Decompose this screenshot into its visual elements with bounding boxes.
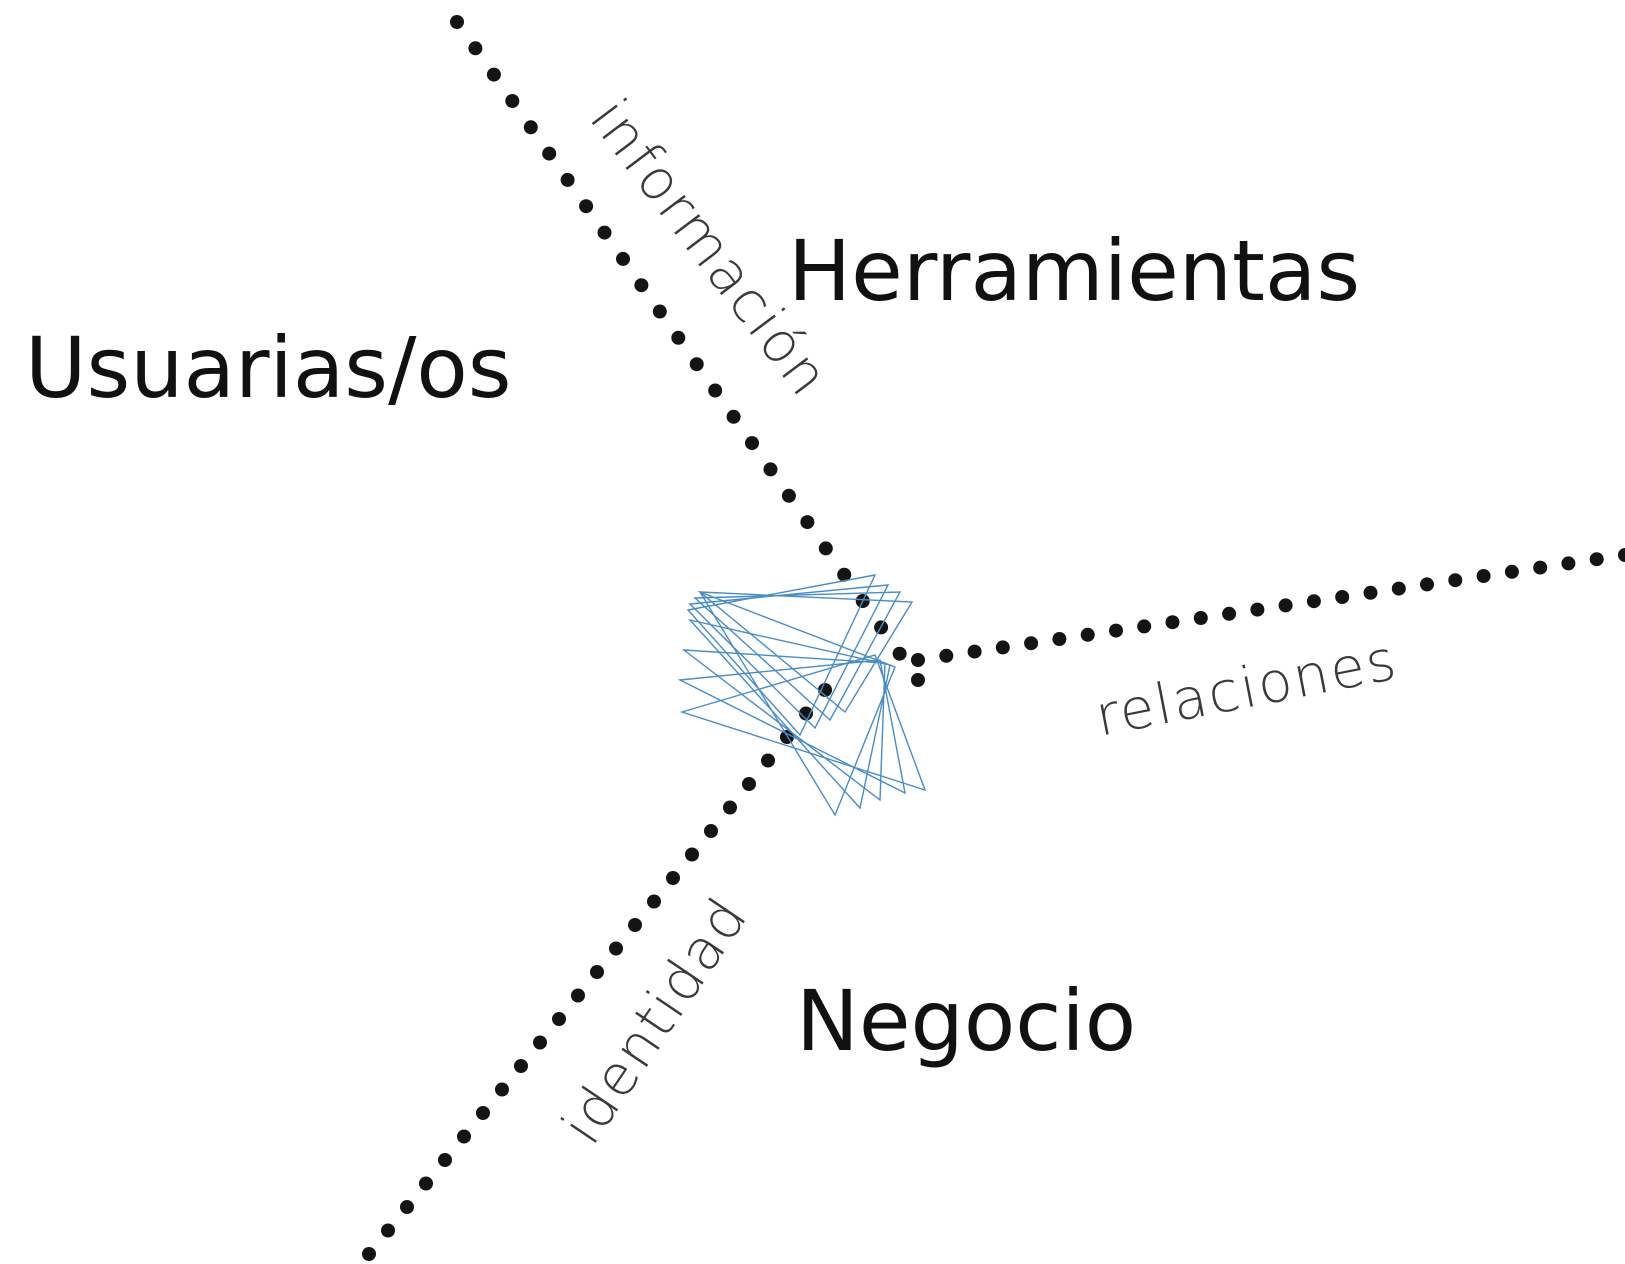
relations-axis-dot: [1448, 573, 1463, 588]
rotating-squares-icon-stroke: [679, 654, 927, 792]
relations-axis-dot: [1222, 606, 1237, 621]
identity-axis-dot: [590, 965, 604, 979]
rotating-squares-icon-stroke: [681, 649, 886, 802]
information-axis-dot: [468, 41, 483, 56]
identity-axis-dot: [476, 1106, 490, 1120]
rotating-squares-icon: [677, 574, 927, 817]
identity-axis-dot: [552, 1012, 566, 1026]
identity-axis-dot: [666, 871, 680, 885]
information-axis-dot: [781, 488, 796, 503]
rotating-squares-icon-stroke: [693, 591, 902, 722]
identity-axis-dot: [761, 753, 775, 768]
identity-axis-dot: [704, 824, 718, 838]
information-axis-dot: [652, 304, 667, 319]
relations-axis-dot: [1561, 556, 1576, 571]
relations-axis-dot: [1278, 598, 1293, 613]
identity-axis-dot: [400, 1200, 414, 1214]
identity-axis-dot: [362, 1247, 376, 1261]
relations-axis-dot: [967, 644, 982, 659]
identity-axis-dot: [628, 918, 642, 932]
identity-axis-dot: [799, 706, 813, 721]
rotating-squares-icon-stroke: [677, 659, 906, 795]
relations-axis-dot: [1052, 632, 1067, 646]
information-axis-dot: [818, 541, 833, 556]
information-axis-dot: [892, 646, 907, 661]
identity-axis-dot: [609, 941, 623, 956]
relations-axis-dot: [911, 653, 925, 667]
rotating-squares-icon-stroke: [686, 574, 877, 737]
rotating-squares-icon-stroke: [697, 591, 914, 714]
identity-axis-dot: [647, 894, 661, 909]
relations-axis-dot: [1420, 577, 1434, 592]
identity-axis-dot: [514, 1059, 528, 1073]
identity-axis-dotted-line: [362, 683, 832, 1261]
relations-axis-dot: [1080, 627, 1095, 642]
relations-axis-dotted-line: [911, 548, 1625, 667]
relations-axis-dot: [1165, 615, 1180, 630]
information-axis-dot: [671, 330, 686, 345]
relations-axis-dot: [1391, 581, 1406, 596]
information-axis-dot: [745, 436, 759, 451]
information-axis-dot: [800, 515, 815, 530]
relations-axis-dot: [1504, 564, 1519, 579]
relations-axis-dot: [1137, 619, 1152, 634]
identity-axis-dot: [571, 988, 585, 1003]
information-axis-dot: [450, 15, 464, 29]
identity-axis-dot: [438, 1153, 452, 1167]
identity-axis-dot: [381, 1223, 395, 1238]
information-axis-dotted-line: [450, 15, 925, 687]
information-axis-dot: [486, 67, 501, 82]
rotating-squares-icon-stroke: [688, 584, 890, 730]
relations-axis-dot: [1533, 560, 1548, 575]
information-axis-dot: [579, 199, 594, 214]
information-axis-dot: [726, 409, 741, 424]
relations-axis-dot: [1335, 590, 1350, 604]
identity-axis-dot: [685, 847, 699, 862]
information-axis-dot: [689, 357, 704, 372]
identity-axis-dot: [457, 1129, 471, 1144]
information-axis-dot: [616, 251, 630, 266]
relations-axis-dot: [1193, 611, 1208, 625]
relations-axis-dot: [1476, 569, 1491, 583]
information-axis-dot: [763, 462, 778, 477]
relations-axis-dot: [1024, 636, 1039, 651]
rotating-squares-icon-stroke: [688, 618, 891, 810]
identity-axis-dot: [419, 1176, 433, 1191]
relations-axis-dot: [995, 640, 1010, 655]
label-users: Usuarias/os: [25, 319, 512, 417]
relations-axis-dot: [1109, 623, 1123, 638]
identity-axis-dot: [742, 777, 756, 791]
information-axis-dot: [542, 146, 557, 161]
information-axis-dot: [505, 94, 520, 108]
identity-axis-dot: [723, 800, 737, 815]
relations-axis-dot: [1589, 552, 1604, 567]
identity-axis-dot: [495, 1082, 509, 1097]
rotating-squares-icon-stroke: [698, 590, 896, 817]
relations-axis-dot: [1306, 594, 1321, 609]
information-axis-dot: [523, 120, 538, 135]
information-axis-dot: [597, 225, 612, 240]
label-business: Negocio: [796, 972, 1136, 1070]
identity-axis-dot: [818, 683, 832, 697]
identity-axis-dot: [533, 1035, 547, 1050]
information-axis-dot: [708, 383, 723, 398]
relations-axis-dot: [1363, 585, 1378, 600]
information-axis-dot: [634, 278, 649, 293]
information-axis-dot: [911, 673, 925, 687]
relations-axis-dot: [939, 648, 954, 663]
information-axis-dot: [560, 172, 575, 187]
relations-axis-dot: [1618, 548, 1625, 562]
label-tools: Herramientas: [788, 222, 1360, 320]
relations-axis-dot: [1250, 602, 1265, 617]
information-axis-dot: [837, 567, 852, 582]
